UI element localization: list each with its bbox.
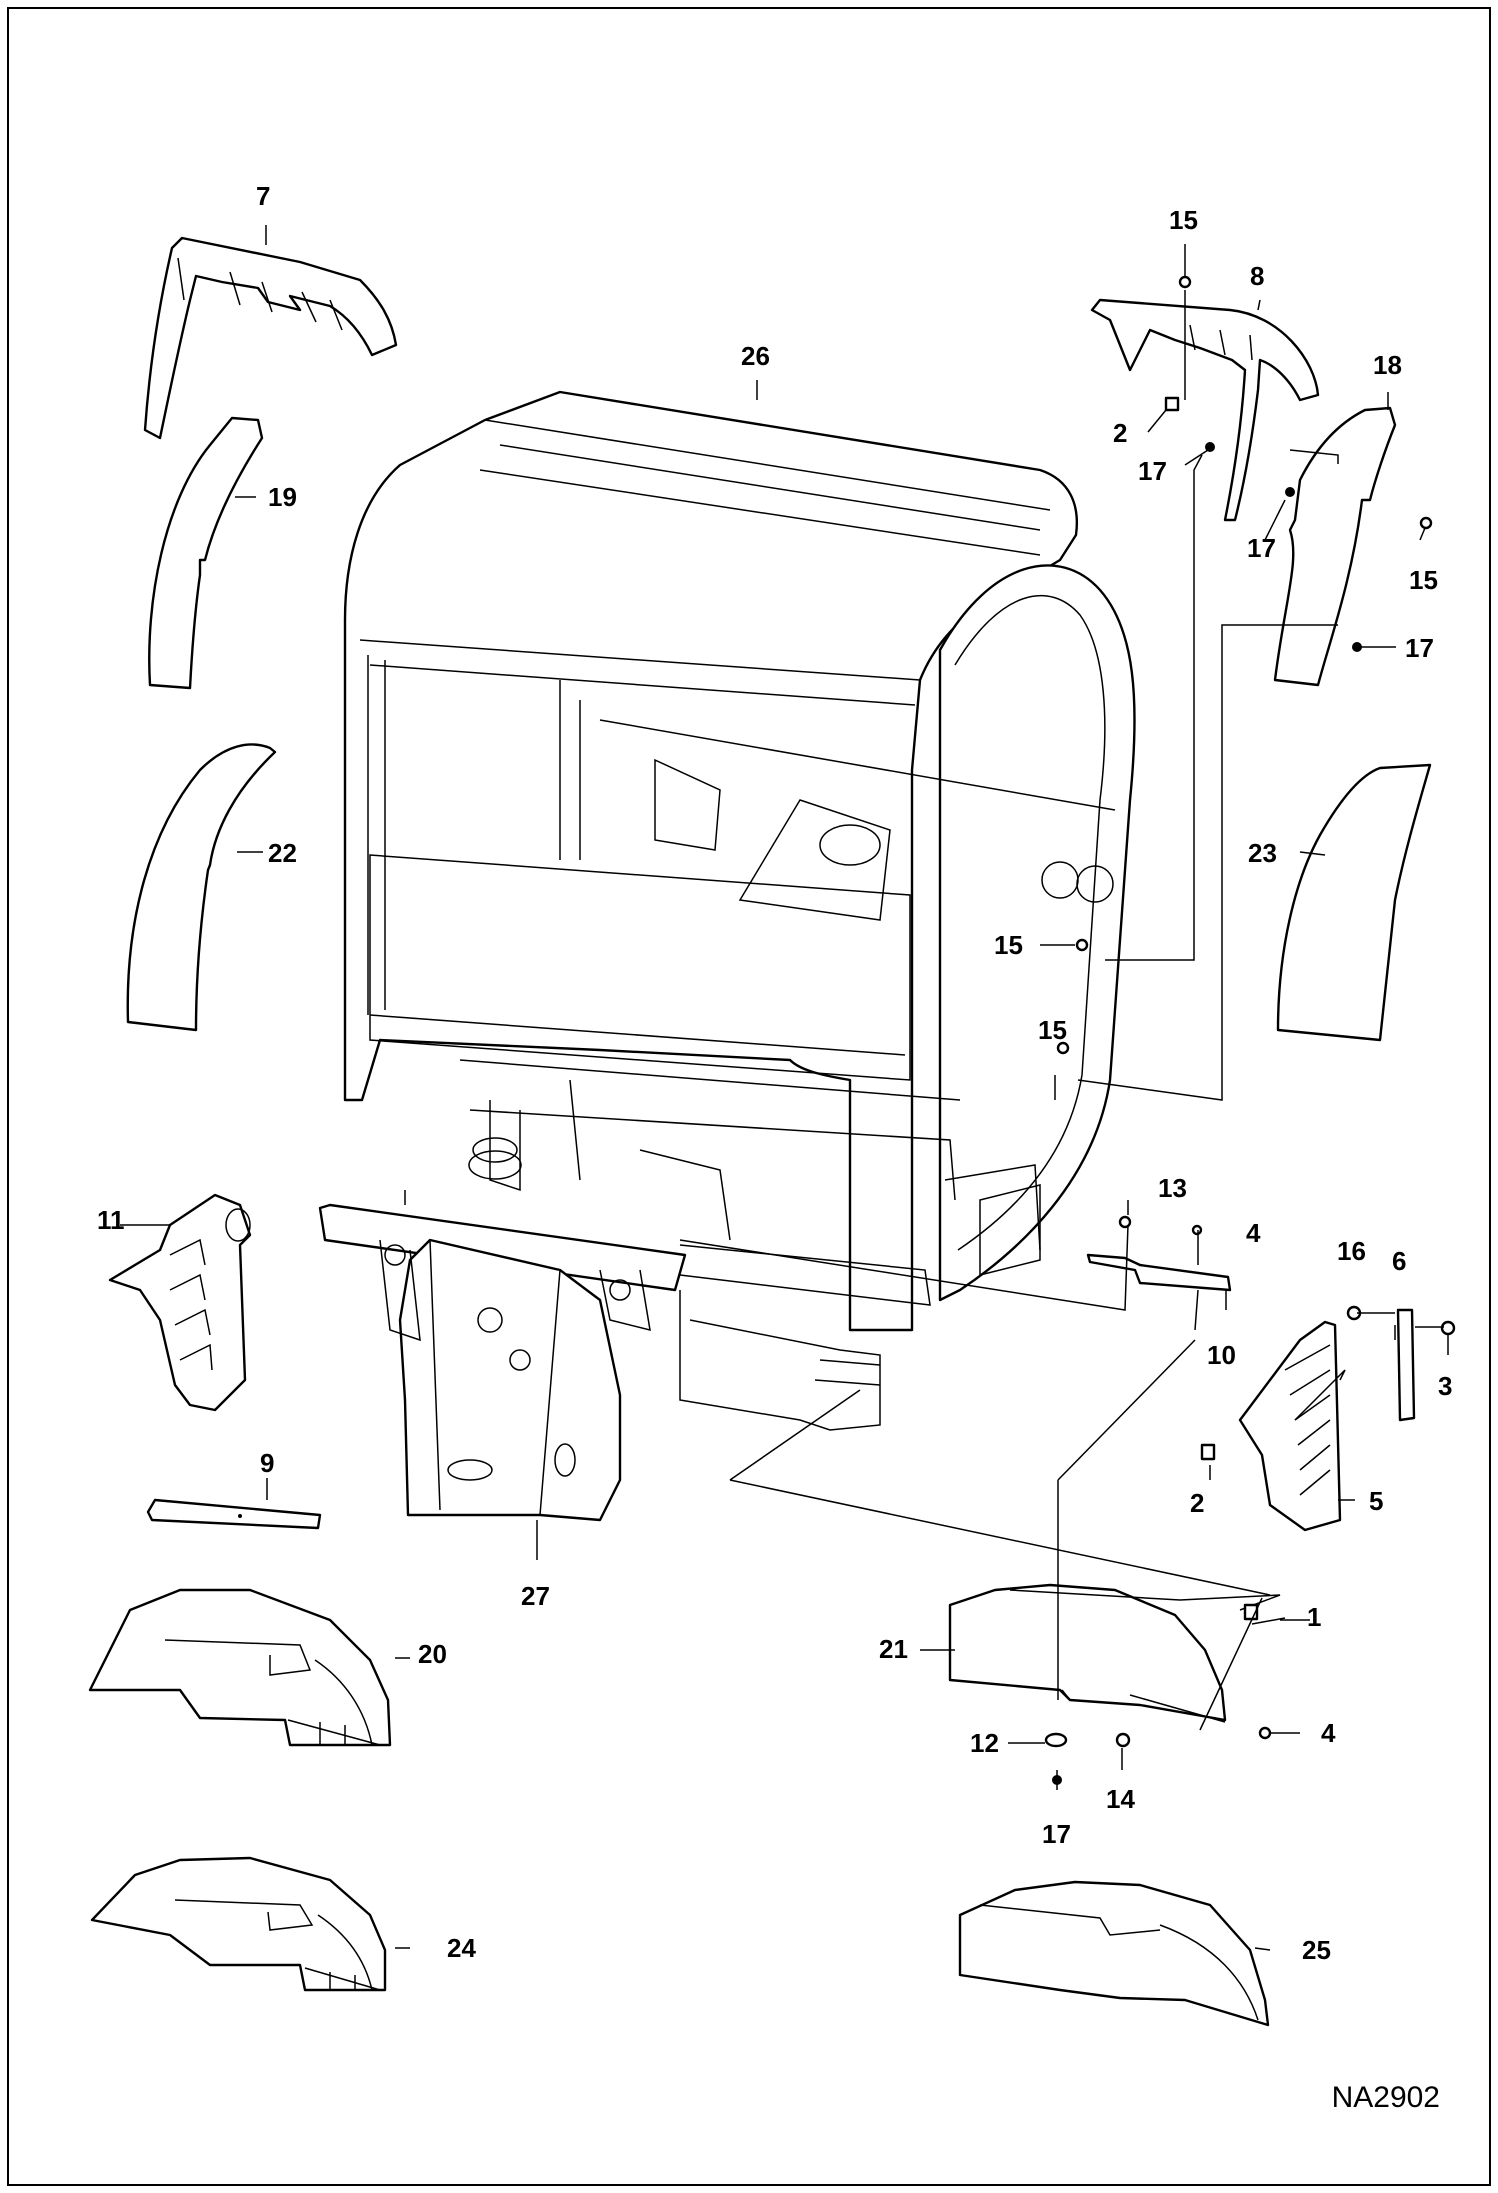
callout-27: 27 — [521, 1581, 550, 1611]
part-6-bracket — [1394, 1308, 1416, 1422]
callout-18: 18 — [1373, 350, 1402, 380]
part-20-left-fender — [88, 1588, 392, 1747]
part-22-left-trim — [126, 743, 277, 1032]
diagram-border — [7, 7, 1491, 2186]
part-8-upper-right-cover — [1090, 298, 1320, 522]
callout-2-low: 2 — [1190, 1488, 1205, 1518]
part-21-right-fender — [948, 1583, 1281, 1723]
callout-4-low: 4 — [1321, 1718, 1336, 1748]
callout-17-bottom: 17 — [1042, 1819, 1071, 1849]
part-27-front-frame — [379, 1238, 651, 1522]
callout-17-a: 17 — [1138, 456, 1167, 486]
leader-lines — [120, 225, 1449, 1951]
callout-25: 25 — [1302, 1935, 1331, 1965]
callout-22: 22 — [268, 838, 297, 868]
callout-6: 6 — [1392, 1246, 1407, 1276]
callout-24: 24 — [447, 1933, 476, 1963]
callout-3: 3 — [1438, 1371, 1453, 1401]
drawing-id: NA2902 — [1331, 2081, 1440, 2114]
part-25-right-fender — [958, 1880, 1270, 2027]
part-19-left-trim — [148, 416, 264, 690]
callout-15-low: 15 — [1038, 1015, 1067, 1045]
part-5-grille-cover — [1238, 1320, 1342, 1532]
callout-13: 13 — [1158, 1173, 1187, 1203]
part-26-cab-frame — [318, 390, 1136, 1431]
callout-17-c: 17 — [1405, 633, 1434, 663]
callout-17-b: 17 — [1247, 533, 1276, 563]
callout-20: 20 — [418, 1639, 447, 1669]
callout-15-top: 15 — [1169, 205, 1198, 235]
callout-19: 19 — [268, 482, 297, 512]
hardware-fasteners — [1044, 275, 1456, 1785]
callout-14: 14 — [1106, 1784, 1135, 1814]
callout-23: 23 — [1248, 838, 1277, 868]
part-11-left-side-housing — [108, 1193, 252, 1412]
callout-10: 10 — [1207, 1340, 1236, 1370]
part-7-upper-left-cover — [143, 236, 398, 440]
part-10-bracket — [1086, 1253, 1232, 1292]
callout-16: 16 — [1337, 1236, 1366, 1266]
callout-4-top: 4 — [1246, 1218, 1261, 1248]
part-18-right-trim — [1273, 406, 1397, 687]
callout-7: 7 — [256, 181, 271, 211]
callout-1: 1 — [1307, 1602, 1322, 1632]
callout-5: 5 — [1369, 1486, 1384, 1516]
callout-12: 12 — [970, 1728, 999, 1758]
callout-9: 9 — [260, 1448, 275, 1478]
callout-26: 26 — [741, 341, 770, 371]
part-24-left-fender — [90, 1856, 387, 1992]
callout-8: 8 — [1250, 261, 1265, 291]
callout-11: 11 — [97, 1205, 125, 1235]
callout-21: 21 — [879, 1634, 908, 1664]
callout-15-mid: 15 — [994, 930, 1023, 960]
part-9-bracket — [146, 1498, 322, 1530]
callout-2-top: 2 — [1113, 418, 1128, 448]
callout-15-right: 15 — [1409, 565, 1438, 595]
part-23-right-trim — [1276, 763, 1432, 1042]
